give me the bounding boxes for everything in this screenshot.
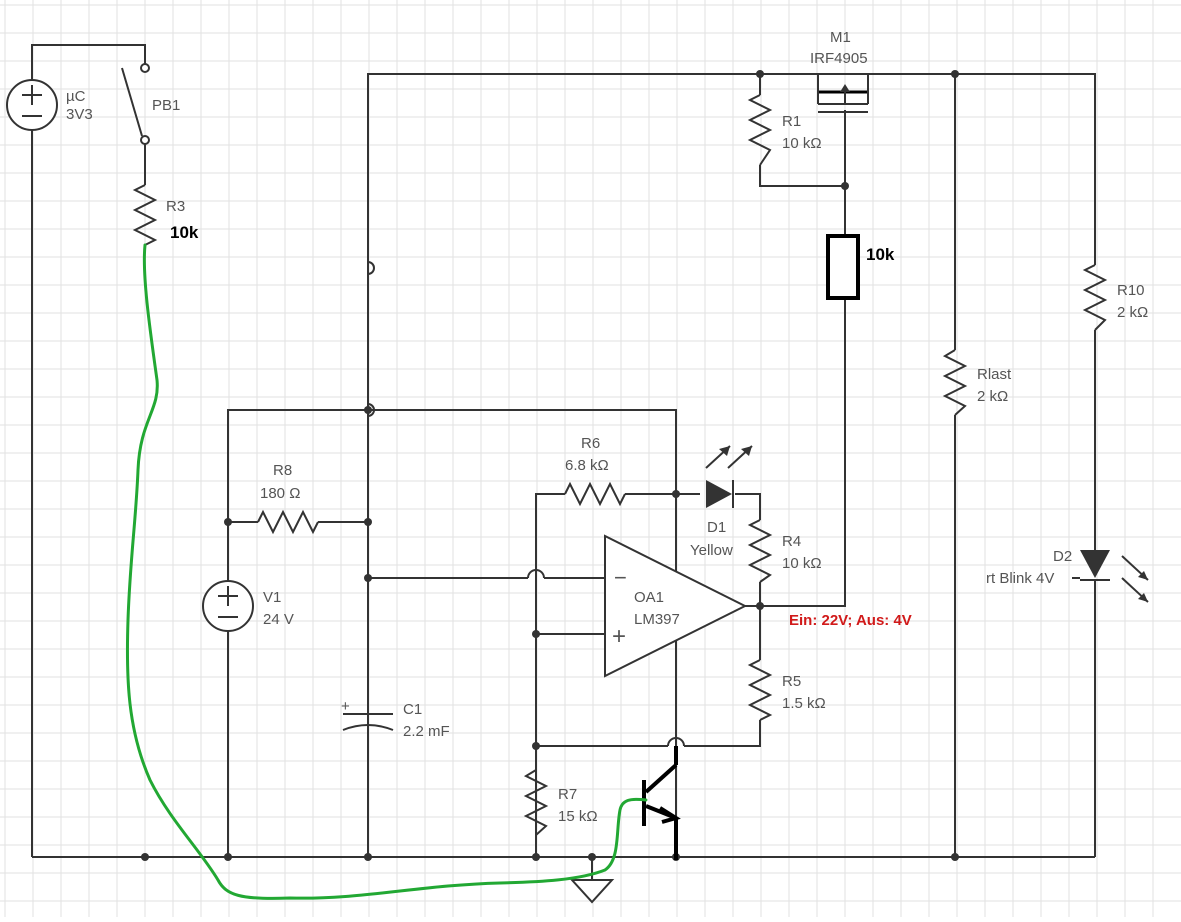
v1-voltage-source: V1 24 V xyxy=(202,580,294,632)
d1-value: Yellow xyxy=(690,542,733,559)
junction-dot xyxy=(532,742,540,750)
r7-value: 15 kΩ xyxy=(558,808,598,825)
junction-dot xyxy=(841,182,849,190)
opamp-minus-sign: − xyxy=(614,565,627,590)
hand-drawn-green-wire xyxy=(125,243,648,900)
junction-dot xyxy=(951,853,959,861)
gate-resistor: 10k xyxy=(826,234,895,300)
r3-resistor: R3 10k xyxy=(132,184,199,246)
r5-value: 1.5 kΩ xyxy=(782,695,826,712)
r10-value: 2 kΩ xyxy=(1117,304,1148,321)
junction-dot xyxy=(532,853,540,861)
d1-led: D1 Yellow xyxy=(690,445,753,559)
output-state-annotation: Ein: 22V; Aus: 4V xyxy=(789,612,912,629)
hand-drawn-transistor xyxy=(642,746,681,860)
c1-label: C1 xyxy=(403,701,422,718)
r1-value: 10 kΩ xyxy=(782,135,822,152)
rlast-resistor: Rlast 2 kΩ xyxy=(942,349,1012,416)
r1-resistor: R1 10 kΩ xyxy=(747,94,822,166)
r3-label: R3 xyxy=(166,198,185,215)
junction-dot xyxy=(756,602,764,610)
rlast-value: 2 kΩ xyxy=(977,388,1008,405)
r6-label: R6 xyxy=(581,435,600,452)
oa1-label: OA1 xyxy=(634,589,664,606)
uc-value: 3V3 xyxy=(66,106,93,123)
v1-value: 24 V xyxy=(263,611,294,628)
opamp-plus-sign: + xyxy=(612,623,626,650)
r5-resistor: R5 1.5 kΩ xyxy=(747,659,826,721)
junction-dot xyxy=(364,518,372,526)
d1-label: D1 xyxy=(707,519,726,536)
r4-resistor: R4 10 kΩ xyxy=(747,519,822,583)
r3-value: 10k xyxy=(170,223,199,242)
junction-dot xyxy=(224,518,232,526)
c1-plus-sign: + xyxy=(341,698,350,715)
r8-value: 180 Ω xyxy=(260,485,300,502)
oa1-value: LM397 xyxy=(634,611,680,628)
r7-resistor: R7 15 kΩ xyxy=(523,769,598,836)
uc-label: µC xyxy=(66,88,86,105)
c1-capacitor: + C1 2.2 mF xyxy=(341,698,450,740)
wires xyxy=(31,44,1096,880)
pb1-switch: PB1 xyxy=(121,63,180,145)
v1-label: V1 xyxy=(263,589,281,606)
d2-label: D2 xyxy=(1053,548,1072,565)
junction-dot xyxy=(951,70,959,78)
r7-label: R7 xyxy=(558,786,577,803)
junction-dot xyxy=(532,630,540,638)
r6-value: 6.8 kΩ xyxy=(565,457,609,474)
r10-label: R10 xyxy=(1117,282,1145,299)
d2-value: rt Blink 4V xyxy=(986,570,1054,587)
uc-voltage-source: µC 3V3 xyxy=(6,79,93,131)
junction-dot xyxy=(756,70,764,78)
junction-dot xyxy=(588,853,596,861)
gate-resistor-value: 10k xyxy=(866,245,895,264)
oa1-opamp: − + OA1 LM397 xyxy=(604,534,748,678)
junction-dot xyxy=(141,853,149,861)
r5-label: R5 xyxy=(782,673,801,690)
r1-label: R1 xyxy=(782,113,801,130)
r10-resistor: R10 2 kΩ xyxy=(1082,264,1148,331)
junction-dot xyxy=(672,490,680,498)
junction-dot xyxy=(364,406,372,414)
r8-resistor: R8 180 Ω xyxy=(257,462,319,535)
r8-label: R8 xyxy=(273,462,292,479)
m1-label: M1 xyxy=(830,29,851,46)
junction-dot xyxy=(364,574,372,582)
junction-dot xyxy=(224,853,232,861)
r4-value: 10 kΩ xyxy=(782,555,822,572)
junction-dots xyxy=(141,70,959,861)
d2-led: D2 rt Blink 4V xyxy=(986,548,1149,603)
r6-resistor: R6 6.8 kΩ xyxy=(564,435,626,507)
r4-label: R4 xyxy=(782,533,801,550)
c1-value: 2.2 mF xyxy=(403,723,450,740)
m1-value: IRF4905 xyxy=(810,50,868,67)
ground-symbol xyxy=(569,879,615,904)
junction-dot xyxy=(364,853,372,861)
m1-mosfet: M1 IRF4905 xyxy=(810,29,869,113)
pb1-label: PB1 xyxy=(152,97,180,114)
rlast-label: Rlast xyxy=(977,366,1012,383)
